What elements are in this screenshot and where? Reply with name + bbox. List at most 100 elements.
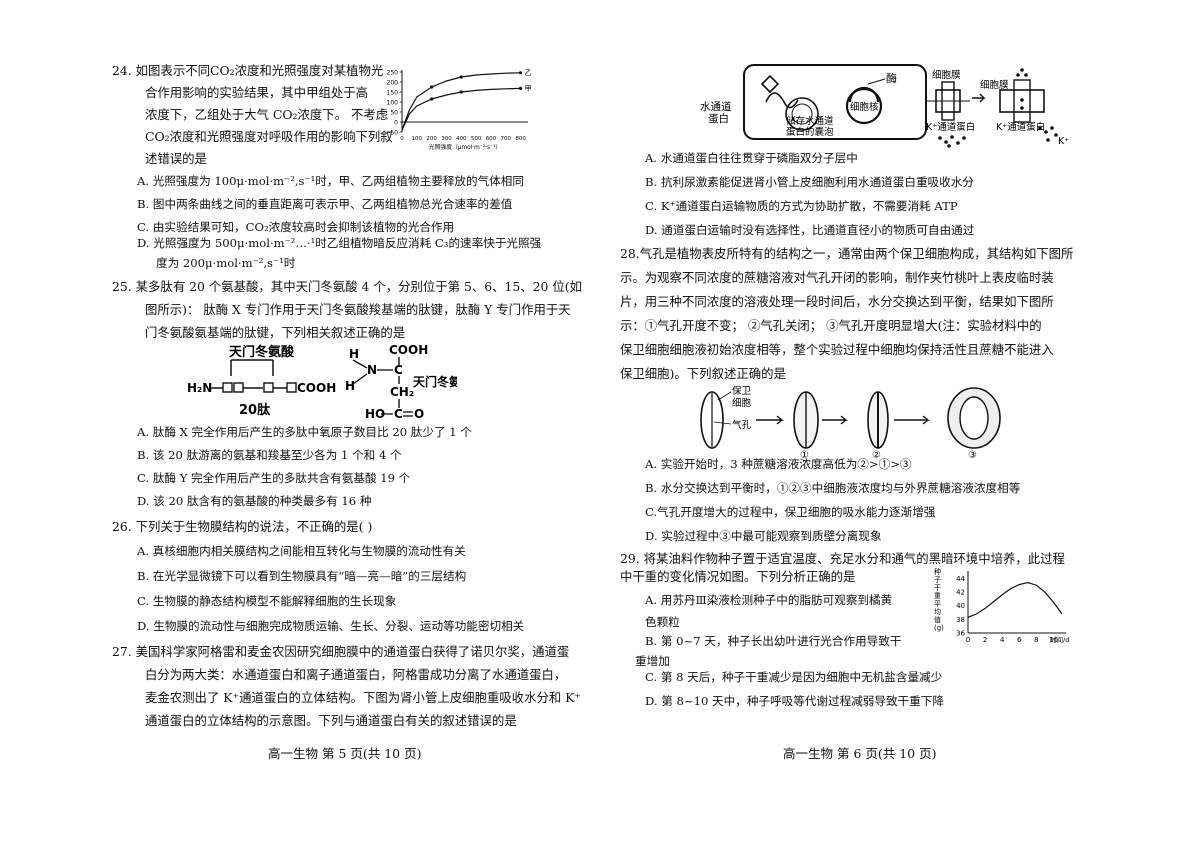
data-point [459,75,463,79]
series-line-0 [401,72,521,131]
q27-stem-line: 通道蛋白的立体结构的示意图。下列与通道蛋白有关的叙述错误的是 [145,713,517,728]
guard-cell-label-2: 细胞 [732,397,752,409]
y-axis-label-char: 平 [934,600,941,608]
q24-option-d-cont: 度为 200μ·mol·m⁻²,s⁻¹时 [156,256,296,270]
struct-h2: H [345,379,355,393]
x-tick-label: 6 [1017,636,1022,644]
y-tick-label: 44 [956,575,965,583]
condition-2-label: ② [872,450,881,460]
y-axis-label-char: 均 [934,607,941,616]
q25-option-a: A. 肽酶 X 完全作用后产生的多肽中氧原子数目比 20 肽少了 1 个 [137,425,472,439]
membrane-label-2: 细胞膜 [980,79,1009,91]
q25-stem-line: 门冬氨酸氨基端的肽键，下列相关叙述正确的是 [145,325,406,340]
y-tick-label: 100 [387,100,399,107]
q29-stem-line: 29. 将某油料作物种子置于适宜温度、充足水分和通气的黑暗环境中培养，此过程 [620,551,1065,566]
struct-ho: HO [365,407,385,421]
page-6-footer: 高一生物 第 6 页(共 10 页) [783,746,937,761]
y-tick-label: 36 [956,630,965,638]
x-axis-label: 光照强度（μmol·m⁻²·s⁻¹） [429,143,501,151]
q28-stem-line: 示。为观察不同浓度的蔗糖溶液对气孔开闭的影响，制作夹竹桃叶上表皮临时装 [620,270,1054,285]
q28-option-b: B. 水分交换达到平衡时，①②③中细胞液浓度均与外界蔗糖溶液浓度相等 [645,481,1021,495]
y-tick-label: 250 [387,70,399,77]
struct-ch2: CH₂ [390,385,414,399]
x-tick-label: 200 [426,136,437,142]
condition-3-label: ③ [968,450,977,460]
x-tick-label: 600 [486,136,497,142]
q24-stem-line: 述错误的是 [145,151,207,166]
page-5-footer: 高一生物 第 5 页(共 10 页) [268,746,422,761]
q28-stomata-figure: 保卫 细胞 气孔 ① ② ③ [700,385,1001,460]
q24-option-a: A. 光照强度为 100μ·mol·m⁻²,s⁻¹时，甲、乙两组植物主要释放的气… [137,174,524,188]
q27-stem-line: 麦金农测出了 K⁺通道蛋白的立体结构。下图为肾小管上皮细胞重吸收水分和 K⁺ [145,690,581,705]
q29-option-a: A. 用苏丹Ⅲ染液检测种子中的脂肪可观察到橘黄 [645,593,893,607]
q24-option-b: B. 图中两条曲线之间的垂直距离可表示甲、乙两组植物总光合速率的差值 [137,197,513,211]
x-tick-label: 700 [501,136,512,142]
y-tick-label: -50 [388,130,398,137]
data-point [518,86,523,90]
q26-option-a: A. 真核细胞内相关膜结构之间能相互转化与生物膜的流动性有关 [137,544,466,558]
struct-c2: C [394,407,403,421]
q24-option-d: D. 光照强度为 500μ·mol·m⁻²…·¹时乙组植物暗反应消耗 C₃的速率… [137,236,542,250]
enzyme-label: 酶 [886,72,897,85]
water-channel-label: 水通道 [700,100,732,113]
x-tick-label: 800 [515,136,526,142]
x-tick-label: 500 [471,136,482,142]
q28-option-a: A. 实验开始时，3 种蔗糖溶液浓度高低为②>①>③ [645,457,912,471]
q28-option-d: D. 实验过程中③中最可能观察到质壁分离现象 [645,529,882,543]
struct-c: C [394,363,403,377]
q28-stem-line: 保卫细胞细胞液初始浓度相等，整个实验过程中细胞均保持活性且蔗糖不能进入 [620,342,1054,357]
dry-weight-line [967,581,1063,618]
q24-stem-line: CO₂浓度和光照强度对呼吸作用的影响下列叙 [145,129,393,144]
q29-option-b-cont: 重增加 [635,654,670,668]
q27-stem-line: 白分为两大类：水通道蛋白和离子通道蛋白，阿格雷成功分离了水通道蛋白， [145,667,567,682]
y-axis-label-char: 干 [934,584,941,592]
cooh-label: COOH [297,381,336,395]
q25-option-d: D. 该 20 肽含有的氨基酸的种类最多有 16 种 [137,494,372,508]
q25-stem-line: 图所示)： 肽酶 X 专门作用于天门冬氨酸羧基端的肽键，肽酶 Y 专门作用于天 [145,302,571,317]
q26-option-b: B. 在光学显微镜下可以看到生物膜具有“暗—亮—暗”的三层结构 [137,569,467,583]
q28-stem-line: 28.气孔是植物表皮所特有的结构之一，通常由两个保卫细胞构成，其结构如下图所 [620,246,1074,261]
x-tick-label: 2 [983,636,987,644]
q26-option-d: D. 生物膜的流动性与细胞完成物质运输、生长、分裂、运动等功能密切相关 [137,619,525,633]
q29-option-d: D. 第 8~10 天中，种子呼吸等代谢过程减弱导致干重下降 [645,694,944,708]
storage-vesicle-label-2: 蛋白的囊泡 [786,126,834,138]
membrane-label-1: 细胞膜 [932,69,961,81]
data-point [430,97,434,101]
q27-channel-protein-figure: 酶 水通道 蛋白 储存水通道 蛋白的囊泡 细胞核 细胞膜 K⁺通道蛋白 细胞膜 … [700,64,1069,148]
data-point [430,85,434,89]
q25-peptide-figure: 天门冬氨酸 H₂N COOH 20肽 H COOH N H C CH₂ 天门冬氨… [187,343,457,421]
guard-cell-label: 保卫 [732,385,752,397]
x-tick-label: 8 [1034,636,1038,644]
data-point [518,71,523,75]
condition-1-label: ① [800,450,809,460]
y-tick-label: 38 [956,616,965,624]
struct-h: H [349,347,359,361]
series-line-1 [401,87,521,131]
q29-option-b: B. 第 0~7 天，种子长出幼叶进行光合作用导致干 [645,634,902,648]
y-tick-label: 50 [390,110,398,117]
storage-vesicle-label: 储存水通道 [786,115,834,127]
x-axis-label: 时间/d [1050,635,1069,644]
pore-label: 气孔 [732,419,752,431]
q29-stem-line: 中干重的变化情况如图。下列分析正确的是 [620,569,856,584]
q29-option-c: C. 第 8 天后，种子干重减少是因为细胞中无机盐含量减少 [645,670,943,684]
x-tick-label: 0 [966,636,970,644]
y-axis-label-char: 值 [934,615,941,624]
struct-aspartate-label: 天门冬氨酸 [413,374,457,389]
x-tick-label: 0 [400,136,404,142]
q27-stem-line: 27. 美国科学家阿格雷和麦金农因研究细胞膜中的通道蛋白获得了诺贝尔奖，通道蛋 [112,644,570,659]
y-axis-label-char: 子 [934,576,941,584]
y-axis-label-char: 重 [934,592,941,600]
struct-o: O [414,407,424,421]
struct-n: N [367,363,377,377]
q27-option-d: D. 通道蛋白运输时没有选择性，比通道直径小的物质可自由通过 [645,223,975,237]
struct-cooh: COOH [389,343,428,357]
data-point [459,90,463,94]
x-tick-label: 400 [456,136,467,142]
x-tick-label: 10 [1049,636,1058,644]
q27-option-b: B. 抗利尿激素能促进肾小管上皮细胞利用水通道蛋白重吸收水分 [645,175,974,189]
k-ion-label: K⁺ [1058,136,1069,147]
q24-stem-line: 浓度下，乙组处于大气 CO₂浓度下。 不考虑 [145,107,389,122]
